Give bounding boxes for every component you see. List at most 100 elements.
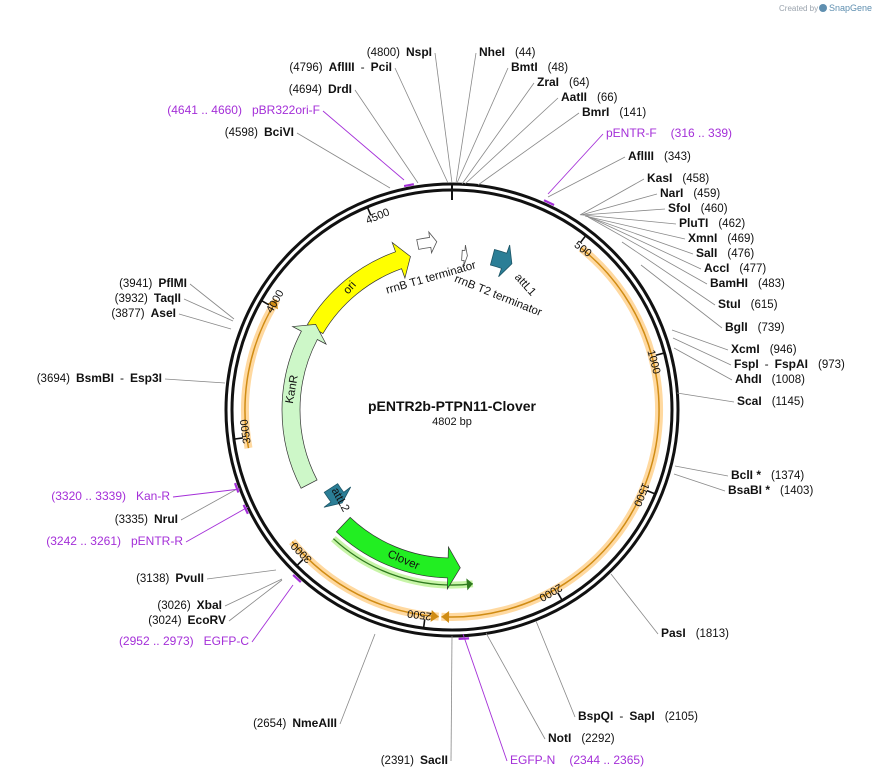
enzyme-name: KasI	[647, 171, 672, 185]
restriction-site[interactable]: SfoI(460)	[668, 201, 728, 215]
primer-site[interactable]: pENTR-R(3242 .. 3261)	[46, 534, 183, 548]
restriction-site[interactable]: PflMI(3941)	[119, 276, 187, 290]
site-leader-line	[183, 298, 234, 322]
restriction-site[interactable]: BamHI(483)	[710, 276, 785, 290]
restriction-site[interactable]: PvuII (3138)	[136, 571, 204, 585]
site-leader-line	[535, 620, 576, 718]
restriction-site[interactable]: EcoRV(3024)	[148, 613, 226, 627]
site-leader-line	[189, 283, 235, 320]
restriction-site[interactable]: PciI-AflIII(4796)	[289, 60, 392, 74]
restriction-site[interactable]: BclI *(1374)	[731, 468, 804, 482]
feature-label: attL1	[512, 272, 538, 299]
restriction-site[interactable]: AhdI(1008)	[735, 372, 805, 386]
site-leader-line	[621, 241, 716, 306]
enzyme-name: TaqII	[154, 291, 181, 305]
restriction-site[interactable]: AatII(66)	[561, 90, 618, 104]
primer-mark	[403, 183, 415, 188]
primer-range: (3242 .. 3261)	[46, 534, 121, 548]
restriction-site[interactable]: NheI(44)	[479, 45, 536, 59]
primer-leader-line	[462, 633, 508, 762]
restriction-site[interactable]: PasI (1813)	[661, 626, 729, 640]
site-leader-line	[296, 132, 391, 189]
enzyme-separator: -	[120, 371, 124, 385]
site-leader-line	[673, 473, 726, 492]
enzyme-name: NspI	[406, 45, 432, 59]
restriction-site[interactable]: FspI-FspAI(973)	[734, 357, 845, 371]
enzyme-position: (4598)	[225, 127, 258, 139]
restriction-site[interactable]: SacII(2391)	[381, 753, 448, 767]
restriction-site[interactable]: BglI(739)	[725, 320, 785, 334]
tick-mark	[557, 592, 563, 601]
primer-site[interactable]: EGFP-N(2344 .. 2365)	[510, 753, 644, 767]
ori-feature-arrow[interactable]	[306, 241, 411, 335]
enzyme-name: PasI	[661, 626, 686, 640]
clover-feature-arrow[interactable]	[335, 516, 461, 591]
restriction-site[interactable]: BciVI(4598)	[225, 125, 294, 139]
tick-mark	[655, 352, 665, 357]
enzyme-separator: -	[361, 60, 365, 74]
enzyme-position: (1813)	[696, 628, 729, 640]
tick-label: 1500	[631, 481, 651, 508]
enzyme-position: (3138)	[136, 573, 169, 585]
restriction-site[interactable]: PluTI(462)	[679, 216, 745, 230]
restriction-site[interactable]: DrdI(4694)	[289, 82, 352, 96]
restriction-site[interactable]: BspQI-SapI(2105)	[578, 709, 698, 723]
primer-site[interactable]: EGFP-C(2952 .. 2973)	[119, 634, 249, 648]
enzyme-name: StuI	[718, 297, 741, 311]
restriction-site[interactable]: NarI (459)	[660, 186, 720, 200]
tick-mark	[260, 299, 270, 306]
site-leader-line	[676, 392, 735, 403]
restriction-site[interactable]: ZraI(64)	[537, 75, 590, 89]
tick-mark	[646, 489, 656, 495]
restriction-site[interactable]: XbaI(3026)	[157, 598, 222, 612]
restriction-site[interactable]: NotI(2292)	[548, 731, 615, 745]
restriction-site[interactable]: BsaBI *(1403)	[728, 483, 813, 497]
restriction-site[interactable]: NmeAIII (2654)	[253, 716, 337, 730]
attl2-arrow[interactable]	[323, 483, 352, 508]
restriction-site[interactable]: NspI (4800)	[367, 45, 432, 59]
restriction-site[interactable]: TaqII(3932)	[115, 291, 181, 305]
restriction-site[interactable]: ScaI(1145)	[737, 394, 804, 408]
orf-band-line	[244, 299, 278, 449]
restriction-site[interactable]: SalI(476)	[696, 246, 754, 260]
enzyme-position: (476)	[727, 248, 754, 260]
restriction-site[interactable]: NruI(3335)	[115, 512, 178, 526]
restriction-site[interactable]: AflIII(343)	[628, 149, 691, 163]
enzyme-name: NmeAIII	[292, 716, 337, 730]
enzyme-position: (3024)	[148, 615, 181, 627]
attl1-arrow[interactable]	[489, 244, 513, 277]
restriction-site[interactable]: BmrI(141)	[582, 105, 646, 119]
enzyme-position: (1403)	[780, 485, 813, 497]
snapgene-credit: Created by SnapGene	[779, 3, 872, 13]
restriction-site[interactable]: KasI(458)	[647, 171, 709, 185]
rrnb-t1-terminator-arrow[interactable]	[416, 230, 438, 255]
primer-range: (316 .. 339)	[671, 126, 732, 140]
restriction-site[interactable]: StuI(615)	[718, 297, 778, 311]
kanr-feature-arrow[interactable]	[281, 324, 327, 489]
enzyme-name: PvuII	[175, 571, 204, 585]
enzyme-position: (2292)	[581, 733, 614, 745]
enzyme-name: ZraI	[537, 75, 559, 89]
primer-site[interactable]: Kan-R(3320 .. 3339)	[51, 489, 170, 503]
enzyme-position: (1008)	[772, 374, 805, 386]
enzyme-position: (459)	[693, 188, 720, 200]
rrnb-t2-terminator-arrow[interactable]	[461, 244, 468, 267]
restriction-site[interactable]: AseI(3877)	[111, 306, 176, 320]
enzyme-position: (2654)	[253, 718, 286, 730]
orf-arrowhead	[267, 299, 278, 310]
site-leader-line	[581, 208, 666, 216]
enzyme-name-2: SapI	[629, 709, 654, 723]
restriction-site[interactable]: BmtI(48)	[511, 60, 568, 74]
restriction-site[interactable]: XmnI(469)	[688, 231, 754, 245]
restriction-site[interactable]: AccI(477)	[704, 261, 766, 275]
primer-range: (3320 .. 3339)	[51, 489, 126, 503]
enzyme-name: PluTI	[679, 216, 708, 230]
primer-site[interactable]: pBR322ori-F(4641 .. 4660)	[167, 103, 320, 117]
enzyme-name: NarI	[660, 186, 683, 200]
restriction-site[interactable]: Esp3I-BsmBI(3694)	[37, 371, 162, 385]
enzyme-position: (946)	[770, 344, 797, 356]
enzyme-position: (4800)	[367, 47, 400, 59]
restriction-site[interactable]: XcmI(946)	[731, 342, 797, 356]
primer-site[interactable]: pENTR-F(316 .. 339)	[606, 126, 732, 140]
clover-orf-line	[332, 538, 473, 586]
